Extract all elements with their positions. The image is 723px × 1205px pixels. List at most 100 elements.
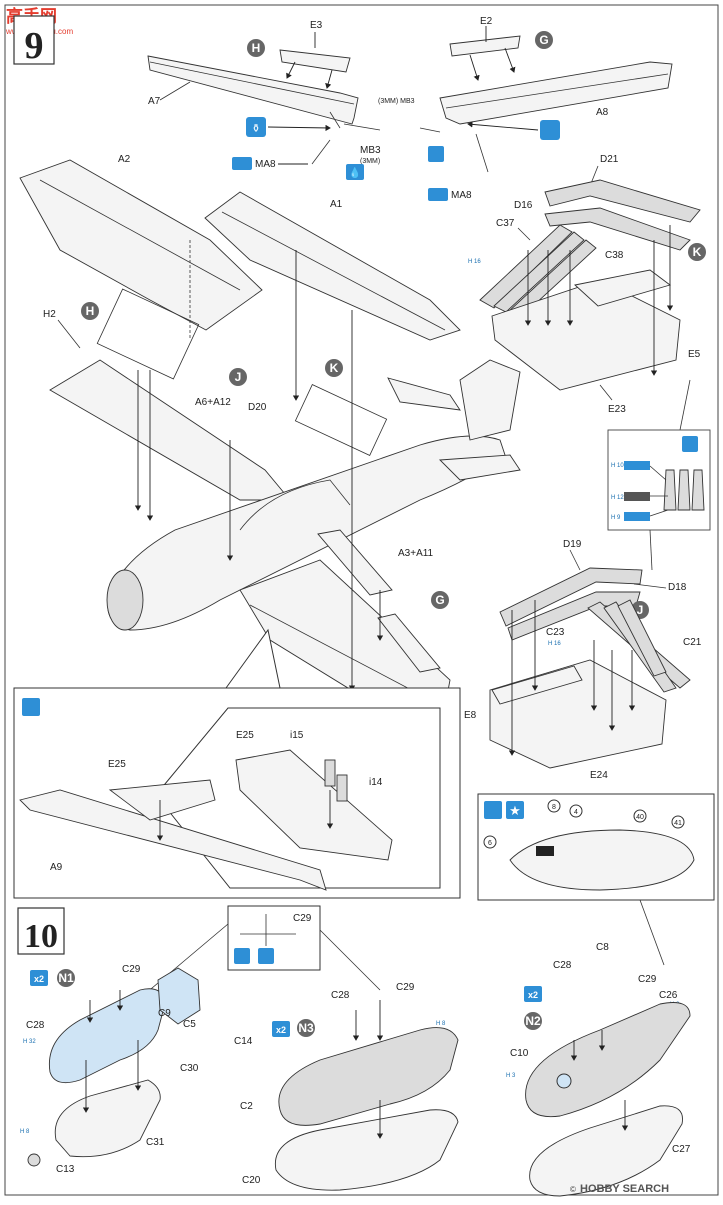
label-e25-inner: E25 (236, 730, 254, 741)
label-a8: A8 (596, 107, 609, 118)
svg-text:J: J (235, 370, 242, 384)
svg-text:(3MM): (3MM) (360, 158, 380, 165)
label-e5: E5 (688, 349, 701, 360)
label-n2: N2 (525, 1014, 541, 1028)
callout-h-left (81, 302, 99, 320)
brush-icon-ammo (682, 436, 698, 452)
mb3-ma8-left: ⚱ MB3 (3MM) 💧 MA8 (232, 111, 381, 180)
callout-h-top (247, 39, 265, 57)
brush-icon-decal (484, 801, 502, 819)
svg-text:H 10: H 10 (611, 463, 624, 469)
svg-text:H: H (252, 41, 261, 55)
label-c20: C20 (242, 1175, 261, 1186)
brush-icon-inset (234, 948, 250, 964)
label-mb3-right: (3MM) MB3 (378, 98, 415, 105)
label-c37: C37 (496, 218, 515, 229)
decal-subpanel: ★ 8 4 40 41 6 (477, 793, 715, 966)
svg-text:G: G (435, 593, 444, 607)
label-a1: A1 (330, 199, 343, 210)
label-a7: A7 (148, 96, 161, 107)
label-c28-n1: C28 (26, 1020, 45, 1031)
svg-text:H 3: H 3 (506, 1073, 516, 1079)
label-e25: E25 (108, 759, 126, 770)
label-e24: E24 (590, 770, 608, 781)
footer-brand: HOBBY SEARCH (580, 1183, 669, 1195)
drop-tank-n3: x2 N3 C28 C29 H 8 C14 C2 C20 (234, 982, 459, 1191)
label-e8: E8 (464, 710, 477, 721)
drop-tank-n2: x2 N2 C8 C28 C29 C26 H 8 C10 H 3 C27 (506, 942, 691, 1197)
label-c26: C26 (659, 990, 678, 1001)
step-10-badge: 10 (17, 907, 65, 955)
label-c10: C10 (510, 1048, 529, 1059)
svg-text:H: H (86, 304, 95, 318)
svg-text:40: 40 (636, 814, 644, 821)
label-n1: N1 (58, 971, 74, 985)
svg-text:4: 4 (574, 809, 578, 816)
wing-a8-group: E2 A8 G (3MM) MB3 MA8 (378, 16, 673, 201)
svg-text:H 8: H 8 (20, 1129, 30, 1135)
label-c30: C30 (180, 1063, 199, 1074)
callout-k-mid (325, 359, 343, 377)
callout-g-mid (431, 591, 449, 609)
svg-text:K: K (693, 245, 702, 259)
label-a2: A2 (118, 154, 131, 165)
label-ma8-left: MA8 (255, 159, 276, 170)
label-c14: C14 (234, 1036, 253, 1047)
svg-text:H 8: H 8 (436, 1021, 446, 1027)
label-a3a11: A3+A11 (398, 548, 434, 559)
step-9-number: 9 (25, 25, 44, 67)
wing-a7-group: E3 A7 H (147, 20, 359, 125)
svg-text:8: 8 (552, 804, 556, 811)
label-c31: C31 (146, 1137, 165, 1148)
gun-group-k: D21 D16 C37 C38 H 16 K E5 E23 (468, 154, 706, 431)
label-a6a12: A6+A12 (195, 397, 231, 408)
label-c29-inset: C29 (293, 913, 312, 924)
drop-tank-n1: x2 N1 C29 C28 H 32 C9 C5 C30 C31 C13 H 8 (20, 964, 201, 1175)
label-e2: E2 (480, 16, 493, 27)
svg-text:H 16: H 16 (548, 641, 561, 647)
svg-text:x2: x2 (276, 1025, 286, 1035)
label-i14: i14 (369, 777, 383, 788)
paint-icon-right (428, 146, 444, 162)
label-c13: C13 (56, 1164, 75, 1175)
label-c27: C27 (672, 1144, 691, 1155)
step10-paint-inset: C29 (119, 905, 381, 1016)
step-9-badge: 9 (13, 15, 55, 67)
svg-text:H 16: H 16 (468, 259, 481, 265)
svg-text:x2: x2 (34, 974, 44, 984)
label-c29-n1: C29 (122, 964, 141, 975)
label-d18: D18 (668, 582, 687, 593)
label-mb3-left: MB3 (360, 145, 381, 156)
label-c8: C8 (596, 942, 609, 953)
label-c9: C9 (158, 1008, 171, 1019)
gun-group-j: D19 D18 C23 H 16 J C21 E8 E24 (464, 539, 702, 781)
callout-j-mid (229, 368, 247, 386)
label-c38: C38 (605, 250, 624, 261)
svg-text:x2: x2 (528, 990, 538, 1000)
svg-text:H 12: H 12 (611, 495, 624, 501)
label-n3: N3 (298, 1021, 314, 1035)
footer: © HOBBY SEARCH (570, 1183, 669, 1195)
label-i15: i15 (290, 730, 304, 741)
stripe-icon-inset (258, 948, 274, 964)
ma8-icon-left (232, 157, 252, 170)
svg-text:K: K (330, 361, 339, 375)
label-ma8-right: MA8 (451, 190, 472, 201)
svg-text:41: 41 (674, 820, 682, 827)
label-c2: C2 (240, 1101, 253, 1112)
label-c28-n2: C28 (553, 960, 572, 971)
label-d21: D21 (600, 154, 619, 165)
label-e23: E23 (608, 404, 626, 415)
svg-text:⚱: ⚱ (251, 123, 260, 135)
paint-icon-left (346, 164, 364, 180)
callout-k-right (688, 243, 706, 261)
brush-icon-cockpit (22, 698, 40, 716)
label-c5: C5 (183, 1019, 196, 1030)
decal-star-icon (506, 801, 524, 819)
label-c29-n2: C29 (638, 974, 657, 985)
glue-icon-left (246, 117, 266, 137)
svg-text:6: 6 (488, 840, 492, 847)
label-d20: D20 (248, 402, 267, 413)
callout-g-top (535, 31, 553, 49)
